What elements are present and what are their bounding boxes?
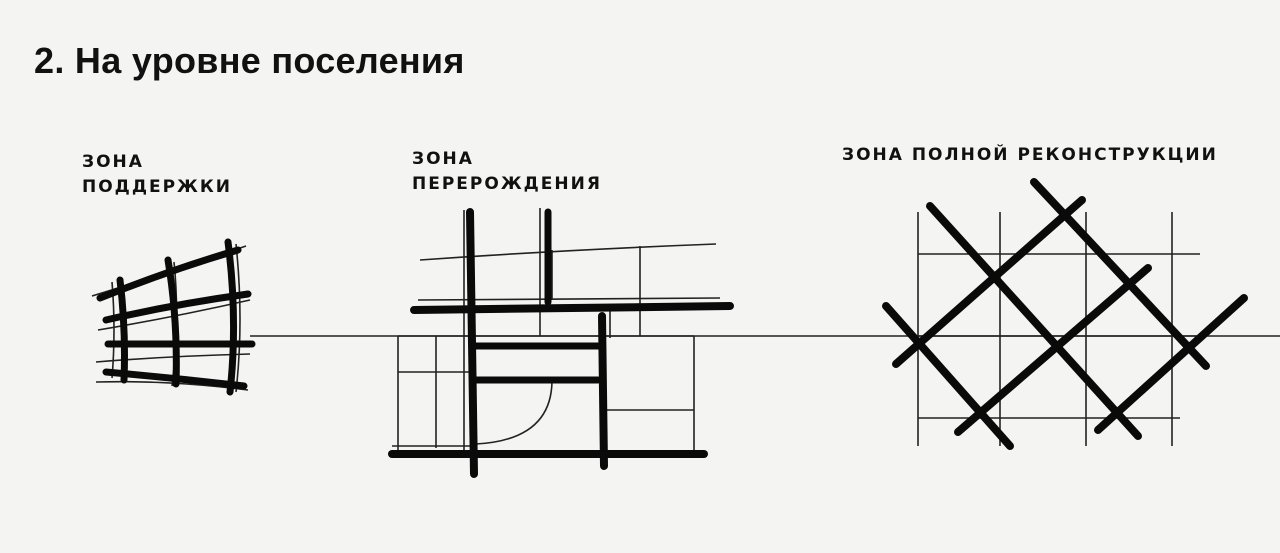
- reconstruction-zone-grid: [882, 178, 1248, 450]
- rebirth-zone-grid: [388, 208, 734, 478]
- zone-label-support-line1: ЗОНА: [82, 152, 144, 172]
- page-title: 2. На уровне поселения: [34, 40, 465, 81]
- zone-label-support: ЗОНА ПОДДЕРЖКИ: [82, 150, 232, 200]
- zone-label-reconstruction: ЗОНА ПОЛНОЙ РЕКОНСТРУКЦИИ: [842, 143, 1218, 168]
- zone-label-reconstruction-line1: ЗОНА ПОЛНОЙ РЕКОНСТРУКЦИИ: [842, 145, 1218, 165]
- support-zone-grid: [91, 238, 256, 396]
- zone-label-rebirth-line2: ПЕРЕРОЖДЕНИЯ: [412, 174, 602, 194]
- zone-label-rebirth: ЗОНА ПЕРЕРОЖДЕНИЯ: [412, 147, 602, 197]
- zone-label-rebirth-line1: ЗОНА: [412, 149, 474, 169]
- zone-label-support-line2: ПОДДЕРЖКИ: [82, 177, 232, 197]
